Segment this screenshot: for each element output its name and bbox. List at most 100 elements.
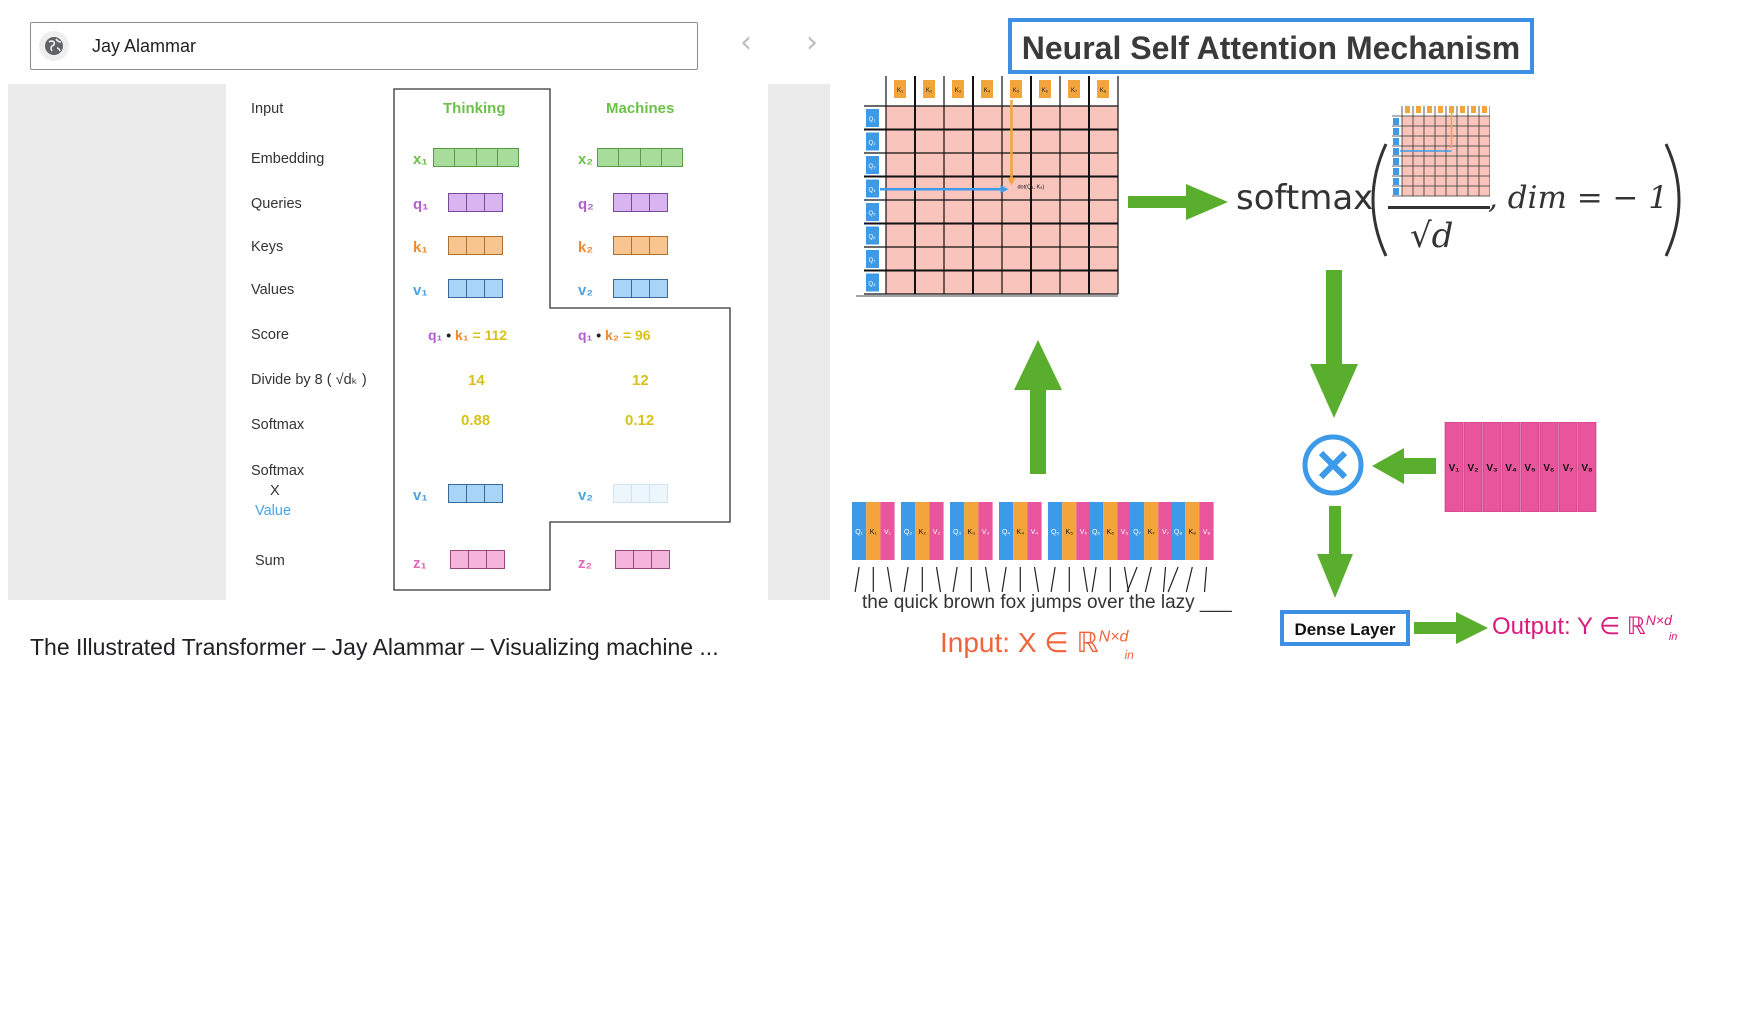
key-token-box [1068, 80, 1080, 98]
value-column [1539, 422, 1559, 512]
query-token-label: Q₅ [868, 211, 876, 217]
connector-line [1123, 566, 1130, 593]
globe-icon [39, 31, 69, 61]
query-token-box [866, 179, 879, 198]
input-token-box [1185, 502, 1200, 560]
input-token-label: V₈ [1203, 529, 1211, 536]
connector-line [886, 566, 893, 593]
query-token-label: Q₆ [868, 235, 876, 241]
sum-label-2: z₂ [578, 555, 593, 572]
connector-line [1001, 566, 1007, 593]
value-token-label: V₃ [1486, 463, 1498, 474]
calculation-outline [393, 88, 731, 591]
connector-line [984, 566, 991, 593]
query-token-label: Q₇ [869, 258, 876, 264]
arrow-right-icon [1128, 184, 1228, 220]
key-label-1: k₁ [413, 239, 428, 256]
left-paren [1371, 143, 1388, 257]
formula-dim: , dim = − 1 [1488, 180, 1669, 216]
query-token-box [866, 226, 879, 245]
weighted-value-label-2: v₂ [578, 487, 594, 504]
dense-layer-box: Dense Layer [1280, 610, 1410, 646]
connector-line [935, 566, 942, 593]
mini-key-box [1460, 106, 1465, 113]
query-vector-2 [613, 193, 668, 212]
row-label-times: X [270, 483, 280, 499]
input-token-box [915, 502, 930, 560]
weighted-value-vector-2 [613, 484, 668, 503]
value-token-label: V₂ [1467, 463, 1478, 474]
connector-line [1033, 566, 1040, 593]
arrow-up-icon [1014, 340, 1062, 474]
source-bar[interactable]: Jay Alammar [30, 22, 698, 70]
row-label-queries: Queries [251, 196, 302, 212]
query-label-2: q₂ [578, 196, 594, 213]
key-label-2: k₂ [578, 239, 594, 256]
query-token-label: Q₃ [868, 164, 876, 170]
input-token-label: K₅ [1066, 529, 1074, 536]
value-column [1577, 422, 1597, 512]
input-token-label: K₆ [1107, 529, 1115, 536]
mini-key-box [1427, 106, 1432, 113]
query-token-box [866, 156, 879, 174]
connector-line [903, 566, 909, 593]
query-vector-1 [448, 193, 503, 212]
value-column [1520, 422, 1540, 512]
row-label-input: Input [251, 101, 284, 117]
input-token-label: V₅ [1080, 529, 1088, 536]
connector-line [1167, 566, 1179, 593]
mini-query-box [1393, 148, 1399, 155]
input-token-box [1158, 502, 1173, 560]
input-sentence: the quick brown fox jumps over the lazy … [862, 592, 1232, 613]
input-token-box [852, 502, 867, 560]
value-column [1501, 422, 1521, 512]
input-token-box [901, 502, 916, 560]
input-token-box [1144, 502, 1159, 560]
input-token-label: Q₆ [1092, 529, 1100, 536]
input-token-label: V₃ [982, 529, 990, 536]
input-token-label: Q₁ [855, 529, 863, 536]
value-column [1463, 422, 1483, 512]
chevron-right-icon[interactable]: › [806, 25, 818, 60]
connector-line [1144, 566, 1152, 593]
key-token-label: K₂ [926, 88, 933, 94]
embedding-vector-2 [597, 148, 683, 167]
key-token-box [952, 80, 964, 98]
word-machines: Machines [606, 100, 675, 117]
row-label-softmax-value: Softmax [251, 463, 305, 479]
mini-query-box [1393, 128, 1399, 135]
source-name[interactable]: Jay Alammar [92, 36, 197, 56]
chevron-left-icon[interactable]: ‹ [740, 25, 752, 60]
value-token-label: V₆ [1543, 463, 1554, 474]
query-token-label: Q₄ [868, 188, 876, 194]
value-token-label: V₅ [1524, 463, 1536, 474]
cell-annotation: dot(Q₄, K₅) [1018, 184, 1045, 190]
input-token-label: K₄ [1017, 529, 1025, 536]
connector-line [1162, 566, 1167, 593]
input-token-box [1076, 502, 1091, 560]
value-column [1558, 422, 1578, 512]
input-token-label: K₂ [919, 529, 927, 536]
input-token-box [1171, 502, 1186, 560]
key-token-label: K₅ [1013, 88, 1020, 94]
input-token-box [1103, 502, 1118, 560]
row-label-value: Value [255, 503, 292, 519]
embedding-label-2: x₂ [578, 151, 594, 168]
input-token-box [866, 502, 881, 560]
embedding-label-1: x₁ [413, 151, 428, 168]
input-token-box [978, 502, 993, 560]
input-token-label: Q₈ [1174, 529, 1182, 536]
query-token-box [866, 250, 879, 268]
result-caption-link[interactable]: The Illustrated Transformer – Jay Alamma… [30, 634, 719, 660]
query-pointer-head [1000, 185, 1009, 194]
value-column [1444, 422, 1464, 512]
row-label-softmax: Softmax [251, 417, 305, 433]
value-vector-1 [448, 279, 503, 298]
key-token-label: K₄ [984, 88, 991, 94]
weighted-value-vector-1 [448, 484, 503, 503]
key-token-box [1097, 80, 1109, 98]
input-token-label: Q₅ [1051, 529, 1059, 536]
softmax-1: 0.88 [461, 412, 491, 429]
mini-key-box [1449, 106, 1454, 113]
